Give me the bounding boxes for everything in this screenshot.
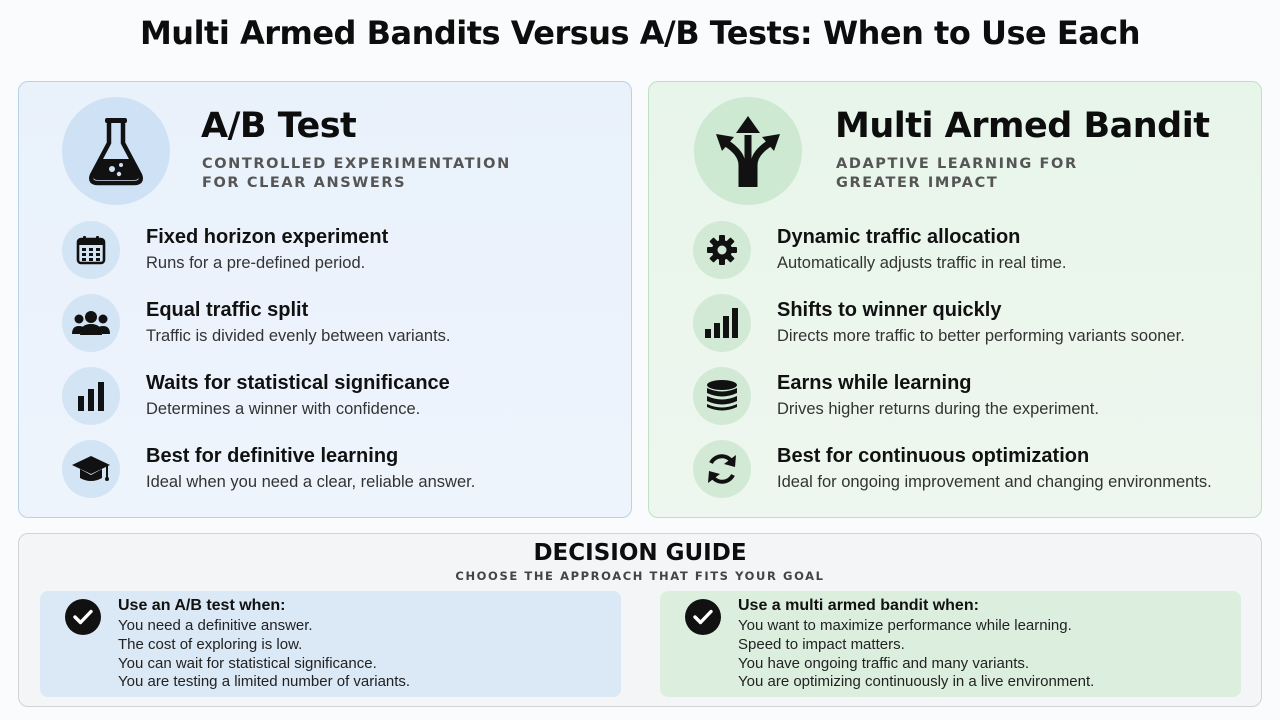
list-item: The cost of exploring is low.	[118, 635, 303, 653]
feature-title: Dynamic traffic allocation	[777, 226, 1021, 248]
feature-description: Ideal when you need a clear, reliable an…	[146, 473, 476, 491]
feature-statistical-significance: Waits for statistical significance Deter…	[62, 367, 622, 427]
feature-continuous-optimization: Best for continuous optimization Ideal f…	[693, 440, 1253, 500]
bar-chart-icon	[62, 367, 120, 425]
feature-title: Waits for statistical significance	[146, 372, 450, 394]
list-item: You are optimizing continuously in a liv…	[738, 673, 1095, 691]
multi-armed-bandit-title: Multi Armed Bandit	[835, 106, 1210, 146]
decision-guide: DECISION GUIDE CHOOSE THE APPROACH THAT …	[18, 533, 1262, 707]
feature-description: Directs more traffic to better performin…	[777, 327, 1185, 345]
list-item: You need a definitive answer.	[118, 617, 313, 634]
multi-armed-bandit-subtitle: ADAPTIVE LEARNING FOR GREATER IMPACT	[836, 156, 1078, 191]
gear-icon	[693, 221, 751, 279]
feature-fixed-horizon: Fixed horizon experiment Runs for a pre-…	[62, 221, 622, 281]
coin-stack-icon	[693, 367, 751, 425]
ab-test-guide-list: You need a definitive answer. The cost o…	[118, 617, 410, 692]
checkmark-icon	[685, 599, 721, 635]
list-item: You are testing a limited number of vari…	[118, 673, 411, 691]
rising-bars-icon	[693, 294, 751, 352]
feature-title: Equal traffic split	[146, 299, 309, 321]
feature-description: Determines a winner with confidence.	[146, 400, 421, 418]
feature-shifts-to-winner: Shifts to winner quickly Directs more tr…	[693, 294, 1253, 354]
list-item: You have ongoing traffic and many varian…	[738, 654, 1030, 672]
page-title: Multi Armed Bandits Versus A/B Tests: Wh…	[139, 14, 1141, 52]
branching-arrows-icon	[694, 97, 802, 205]
feature-dynamic-allocation: Dynamic traffic allocation Automatically…	[693, 221, 1253, 281]
feature-description: Traffic is divided evenly between varian…	[146, 327, 451, 345]
feature-description: Runs for a pre-defined period.	[146, 254, 366, 272]
ab-test-guide-box: Use an A/B test when: You need a definit…	[40, 591, 621, 697]
decision-guide-subtitle: CHOOSE THE APPROACH THAT FITS YOUR GOAL	[455, 569, 825, 583]
list-item: Speed to impact matters.	[738, 635, 905, 653]
feature-definitive-learning: Best for definitive learning Ideal when …	[62, 440, 622, 500]
feature-equal-split: Equal traffic split Traffic is divided e…	[62, 294, 622, 354]
feature-title: Earns while learning	[777, 372, 972, 394]
multi-armed-bandit-panel: Multi Armed Bandit ADAPTIVE LEARNING FOR…	[648, 81, 1262, 518]
multi-armed-bandit-guide-list: You want to maximize performance while l…	[738, 617, 1094, 692]
ab-test-guide-title: Use an A/B test when:	[118, 597, 286, 614]
multi-armed-bandit-guide-title: Use a multi armed bandit when:	[738, 597, 979, 614]
feature-earns-while-learning: Earns while learning Drives higher retur…	[693, 367, 1253, 427]
feature-description: Drives higher returns during the experim…	[777, 400, 1099, 418]
feature-title: Best for definitive learning	[146, 445, 399, 467]
feature-title: Shifts to winner quickly	[777, 299, 1002, 321]
flask-icon	[62, 97, 170, 205]
refresh-icon	[693, 440, 751, 498]
checkmark-icon	[65, 599, 101, 635]
people-icon	[62, 294, 120, 352]
feature-title: Best for continuous optimization	[777, 445, 1090, 467]
ab-test-title: A/B Test	[201, 106, 357, 146]
multi-armed-bandit-guide-box: Use a multi armed bandit when: You want …	[660, 591, 1241, 697]
decision-guide-title: DECISION GUIDE	[533, 540, 747, 566]
feature-description: Ideal for ongoing improvement and changi…	[777, 473, 1212, 491]
feature-title: Fixed horizon experiment	[146, 226, 389, 248]
ab-test-subtitle: CONTROLLED EXPERIMENTATION FOR CLEAR ANS…	[202, 156, 511, 191]
ab-test-panel: A/B Test CONTROLLED EXPERIMENTATION FOR …	[18, 81, 632, 518]
graduation-cap-icon	[62, 440, 120, 498]
list-item: You want to maximize performance while l…	[738, 617, 1072, 634]
list-item: You can wait for statistical significanc…	[118, 654, 377, 672]
feature-description: Automatically adjusts traffic in real ti…	[777, 254, 1067, 272]
calendar-icon	[62, 221, 120, 279]
